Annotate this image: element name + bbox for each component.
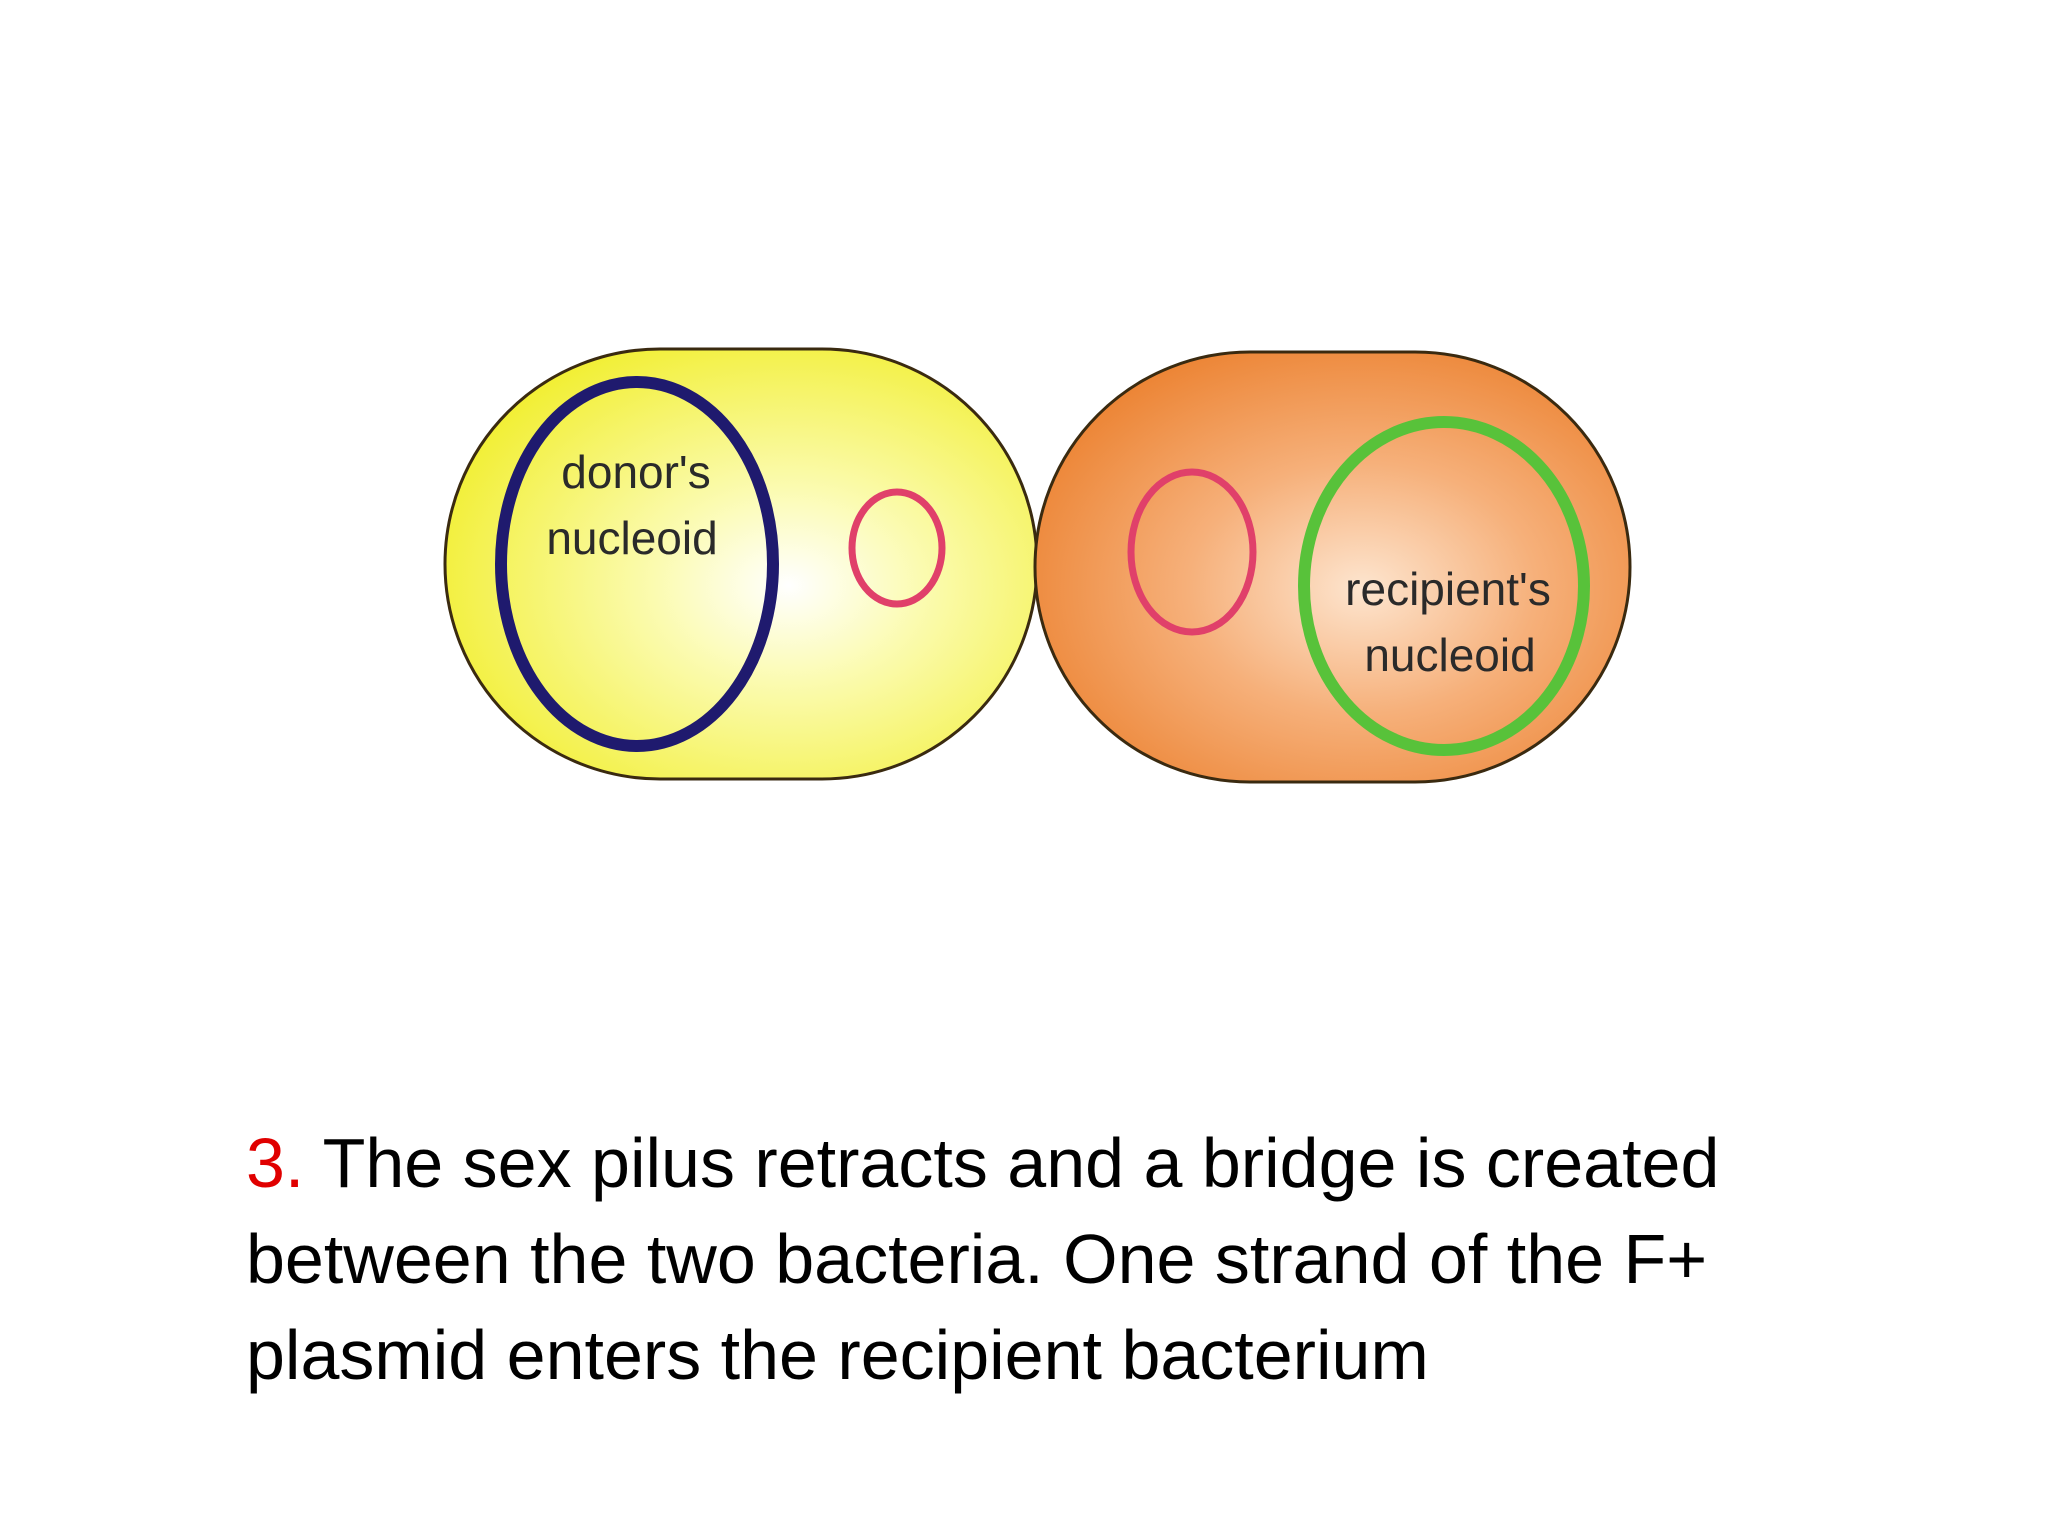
caption-line-1: 3. The sex pilus retracts and a bridge i… bbox=[246, 1115, 1866, 1211]
recipient-cell bbox=[1033, 350, 1632, 784]
recipient-plasmid-ring bbox=[1127, 468, 1257, 636]
donor-plasmid-ring bbox=[848, 488, 946, 608]
recipient-nucleoid-ring bbox=[1298, 416, 1590, 756]
recipient-label-line1: recipient's bbox=[1345, 563, 1551, 615]
caption: 3. The sex pilus retracts and a bridge i… bbox=[246, 1115, 1866, 1403]
donor-label-line1: donor's bbox=[561, 446, 710, 498]
caption-text-1: The sex pilus retracts and a bridge is c… bbox=[304, 1124, 1720, 1202]
donor-nucleoid-ring bbox=[495, 376, 779, 752]
caption-line-3: plasmid enters the recipient bacterium bbox=[246, 1316, 1429, 1394]
step-number: 3. bbox=[246, 1124, 305, 1202]
donor-cell bbox=[443, 347, 1039, 781]
recipient-label-line2: nucleoid bbox=[1364, 629, 1535, 681]
donor-label-line2: nucleoid bbox=[546, 512, 717, 564]
conjugation-diagram: donor's nucleoid recipient's nucleoid bbox=[443, 347, 1632, 784]
caption-line-2: between the two bacteria. One strand of … bbox=[246, 1220, 1708, 1298]
